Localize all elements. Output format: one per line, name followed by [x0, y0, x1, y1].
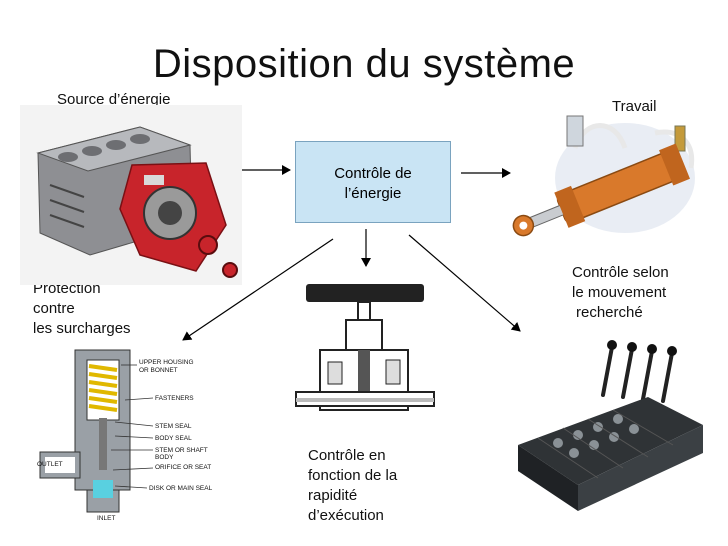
energy-control-box: Contrôle de l’énergie	[295, 141, 451, 223]
overload-line3: les surcharges	[33, 320, 131, 337]
speed-control-label: Contrôle en fonction de la rapidité d’ex…	[308, 446, 397, 526]
motion-line3: recherché	[576, 304, 643, 321]
speed-line1: Contrôle en	[308, 447, 386, 464]
valve-label-disk: DISK OR MAIN SEAL	[149, 485, 213, 492]
speed-line4: d’exécution	[308, 507, 384, 524]
valve-label-stem-seal: STEM SEAL	[155, 423, 192, 430]
arrow-control-to-protection	[182, 238, 334, 341]
arrow-control-to-motion	[408, 234, 521, 332]
directional-valve-bank-image	[518, 340, 703, 511]
valve-label-stem-or-shaft: STEM OR SHAFT	[155, 447, 208, 454]
valve-label-body: BODY	[155, 454, 174, 461]
valve-label-upper-housing: UPPER HOUSING	[139, 359, 194, 366]
valve-label-outlet: OUTLET	[37, 461, 63, 468]
motion-line1: Contrôle selon	[572, 264, 669, 281]
energy-control-line2: l’énergie	[344, 185, 402, 202]
energy-control-text: Contrôle de l’énergie	[296, 164, 450, 204]
valve-label-fasteners: FASTENERS	[155, 395, 194, 402]
relief-valve-image: UPPER HOUSING OR BONNET FASTENERS STEM S…	[37, 349, 213, 522]
work-label: Travail	[612, 98, 657, 115]
valve-label-inlet: INLET	[97, 515, 115, 522]
hydraulic-cylinder-image	[512, 115, 695, 237]
motion-line2: le mouvement	[572, 284, 667, 301]
motion-control-label: Contrôle selon le mouvement recherché	[572, 263, 669, 323]
engine-image	[20, 105, 242, 285]
speed-line2: fonction de la	[308, 467, 398, 484]
speed-line3: rapidité	[308, 487, 358, 504]
valve-label-or-bonnet: OR BONNET	[139, 367, 178, 374]
valve-label-orifice: ORIFICE OR SEAT	[155, 464, 211, 471]
needle-valve-image	[295, 284, 435, 411]
energy-control-line1: Contrôle de	[334, 165, 412, 182]
valve-label-body-seal: BODY SEAL	[155, 435, 192, 442]
source-label: Source d’énergie	[57, 91, 171, 108]
overload-line2: contre	[33, 300, 75, 317]
slide-title: Disposition du système	[152, 42, 576, 86]
